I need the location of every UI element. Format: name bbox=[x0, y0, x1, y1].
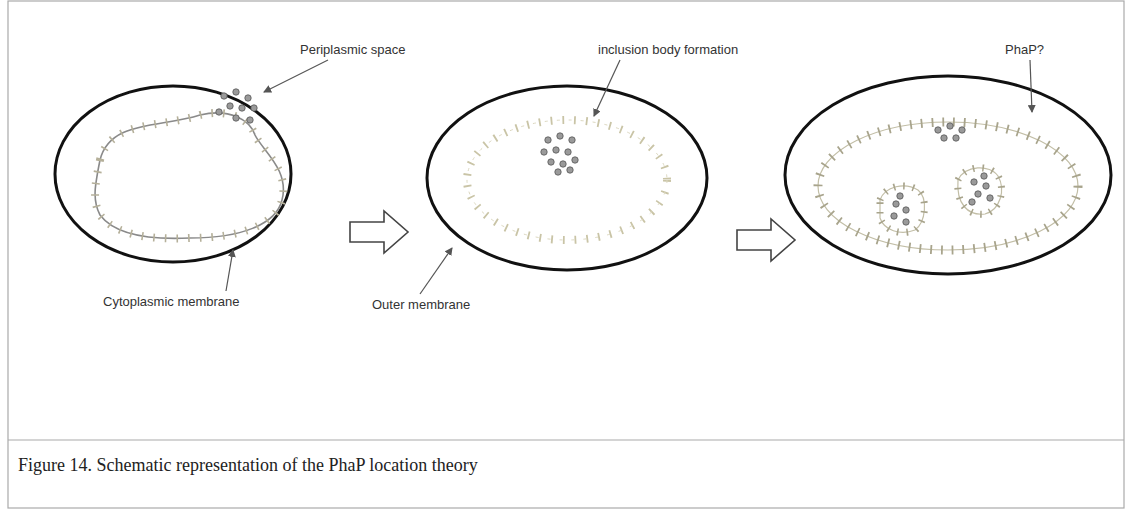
callout-label: inclusion body formation bbox=[598, 42, 738, 58]
callout-label: Periplasmic space bbox=[300, 42, 406, 58]
callout-label: Outer membrane bbox=[372, 297, 470, 313]
callout-label: PhaP? bbox=[1005, 42, 1044, 58]
callout-label: Cytoplasmic membrane bbox=[103, 294, 240, 310]
figure-caption: Figure 14. Schematic representation of t… bbox=[18, 455, 478, 477]
